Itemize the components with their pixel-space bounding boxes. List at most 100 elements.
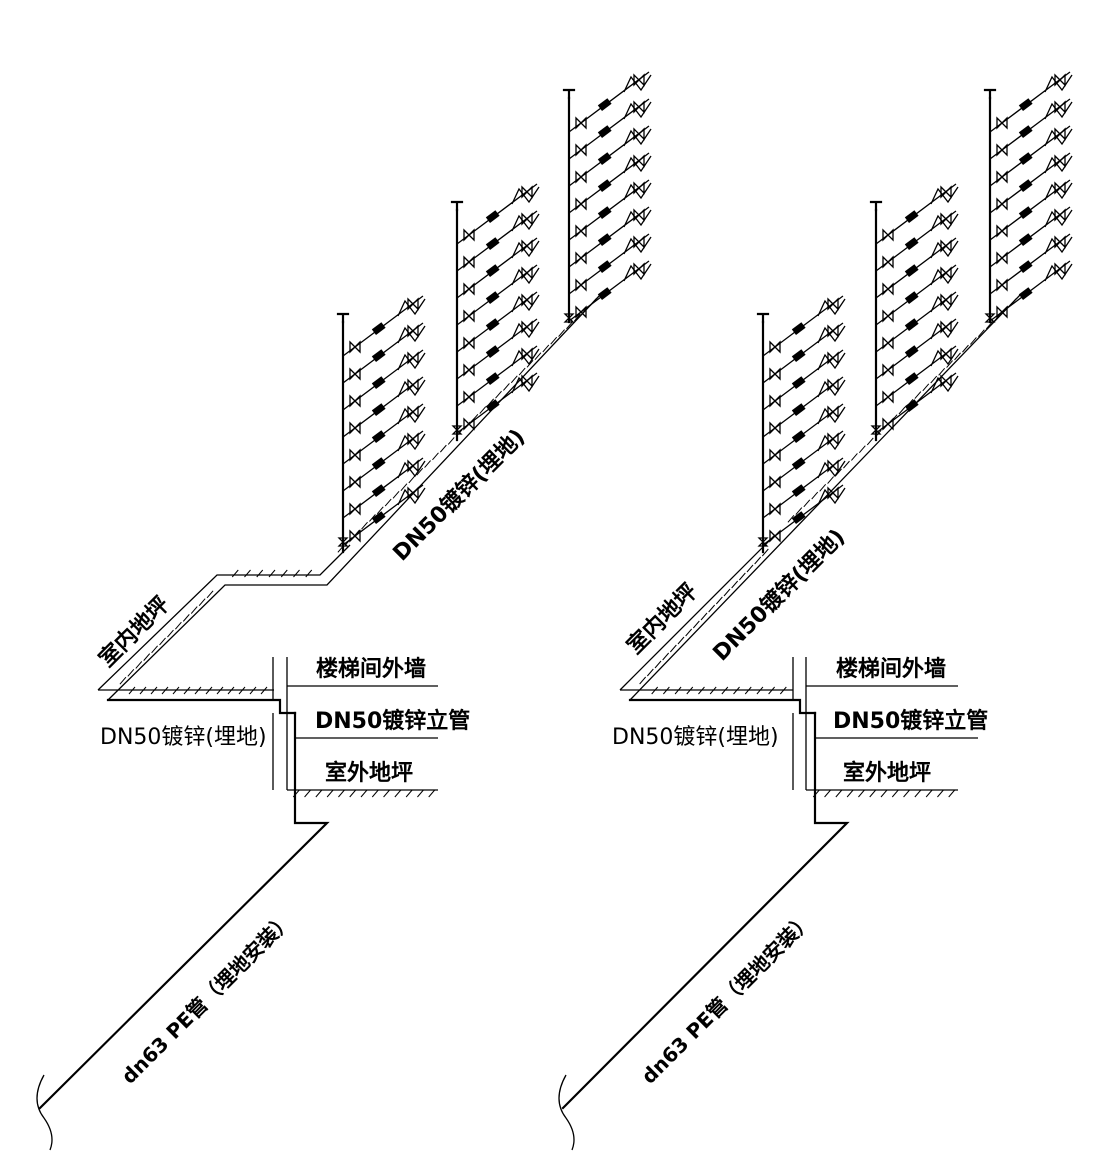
- hatch-tick: [135, 661, 143, 669]
- hatch-tick: [190, 606, 198, 614]
- valve-icon: [463, 228, 475, 242]
- hatch-tick: [651, 686, 659, 695]
- fixture-branch: [456, 210, 540, 272]
- hatch-tick: [256, 569, 264, 578]
- valve-icon: [882, 282, 894, 296]
- meter-icon: [1018, 260, 1033, 274]
- outlet-zigzag: [397, 352, 426, 371]
- valve-icon: [463, 390, 475, 404]
- fixture-branch: [568, 125, 652, 187]
- vent-cap: [756, 312, 770, 324]
- riser-label: DN50镀锌立管: [833, 708, 988, 734]
- meter-icon: [597, 179, 612, 193]
- fixture-branch: [875, 318, 959, 380]
- hatch-tick: [338, 789, 345, 798]
- fixture-branch: [989, 152, 1073, 214]
- meter-icon: [904, 399, 919, 413]
- meter-icon: [1018, 287, 1033, 301]
- fixture-branch: [989, 179, 1073, 241]
- fixture-branch: [568, 152, 652, 214]
- outlet-zigzag: [623, 182, 652, 201]
- fixture-branch: [342, 484, 426, 546]
- meter-icon: [597, 260, 612, 274]
- valve-icon: [575, 305, 587, 319]
- hatch-tick: [159, 637, 166, 646]
- hatch-tick: [779, 686, 787, 695]
- fixture-branch: [456, 291, 540, 353]
- valve-icon: [349, 475, 361, 489]
- outdoor-floor-label: 室外地坪: [843, 760, 931, 786]
- hatch-tick: [428, 789, 436, 798]
- hatch-tick: [914, 391, 922, 399]
- hatch-tick: [238, 686, 246, 695]
- outlet-zigzag: [817, 460, 846, 479]
- outlet-zigzag: [817, 325, 846, 344]
- pipe-diagram-right: 室内地坪 DN50镀锌(埋地) DN50镀锌(埋地) 楼梯间外墙 DN50镀锌立…: [558, 71, 1073, 1151]
- valve-icon: [575, 251, 587, 265]
- pipe-diagram-left: 室内地坪 DN50镀锌(埋地) DN50镀锌(埋地) 楼梯间外墙 DN50镀锌立…: [36, 71, 652, 1151]
- fixture-branch: [762, 349, 846, 411]
- fixture-branch: [989, 233, 1073, 295]
- meter-icon: [371, 376, 386, 390]
- meter-icon: [485, 291, 500, 305]
- meter-icon: [597, 287, 612, 301]
- outlet-zigzag: [930, 213, 959, 232]
- outlet-zigzag: [397, 298, 426, 317]
- meter-icon: [904, 237, 919, 251]
- meter-icon: [904, 291, 919, 305]
- meter-icon: [791, 511, 806, 525]
- hatch-tick: [249, 686, 257, 695]
- hatch-tick: [858, 445, 866, 453]
- outlet-zigzag: [1044, 101, 1073, 120]
- hatch-tick: [811, 491, 819, 500]
- hatch-tick: [677, 636, 685, 645]
- hatch-tick: [400, 483, 408, 491]
- fixture-branch: [342, 430, 426, 492]
- outlet-zigzag: [930, 240, 959, 259]
- hatch-tick: [143, 653, 151, 661]
- outlet-zigzag: [930, 267, 959, 286]
- meter-icon: [485, 237, 500, 251]
- meter-icon: [904, 318, 919, 332]
- hatch-tick: [405, 789, 413, 798]
- outlet-zigzag: [397, 433, 426, 452]
- meter-icon: [485, 372, 500, 386]
- fixture-branch: [989, 260, 1073, 322]
- hatch-tick: [417, 789, 424, 798]
- vent-cap: [336, 312, 350, 324]
- valve-icon: [463, 363, 475, 377]
- hatch-tick: [360, 789, 368, 798]
- valve-icon: [463, 417, 475, 431]
- fixture-branch: [568, 206, 652, 268]
- hatch-tick: [394, 789, 402, 798]
- meter-icon: [791, 376, 806, 390]
- valve-icon: [349, 502, 361, 516]
- buried-pipe-line: [106, 698, 297, 715]
- meter-icon: [371, 511, 386, 525]
- valve-icon: [575, 170, 587, 184]
- hatch-tick: [922, 383, 930, 392]
- valve-icon: [882, 228, 894, 242]
- hatch-tick: [128, 686, 136, 695]
- fixture-branch: [875, 237, 959, 299]
- fixture-branch: [568, 179, 652, 241]
- hatch-tick: [938, 368, 946, 376]
- hatch-tick: [526, 360, 534, 368]
- hatch-tick: [662, 652, 670, 661]
- hatch-tick: [383, 789, 390, 798]
- valve-icon: [575, 197, 587, 211]
- hatch-tick: [686, 686, 694, 695]
- hatch-tick: [731, 580, 739, 589]
- meter-icon: [1018, 98, 1033, 112]
- valve-icon: [769, 394, 781, 408]
- fixture-branch: [875, 372, 959, 434]
- hatch-tick: [787, 514, 795, 523]
- indoor-floor-slab-4: [342, 544, 351, 553]
- hatch-tick: [733, 686, 740, 695]
- buried-pipe-label: DN50镀锌(埋地): [612, 725, 779, 750]
- hatch-tick: [305, 569, 313, 578]
- hatch-tick: [827, 476, 834, 484]
- outlet-zigzag: [623, 128, 652, 147]
- outlet-zigzag: [511, 213, 540, 232]
- vent-cap: [983, 88, 997, 100]
